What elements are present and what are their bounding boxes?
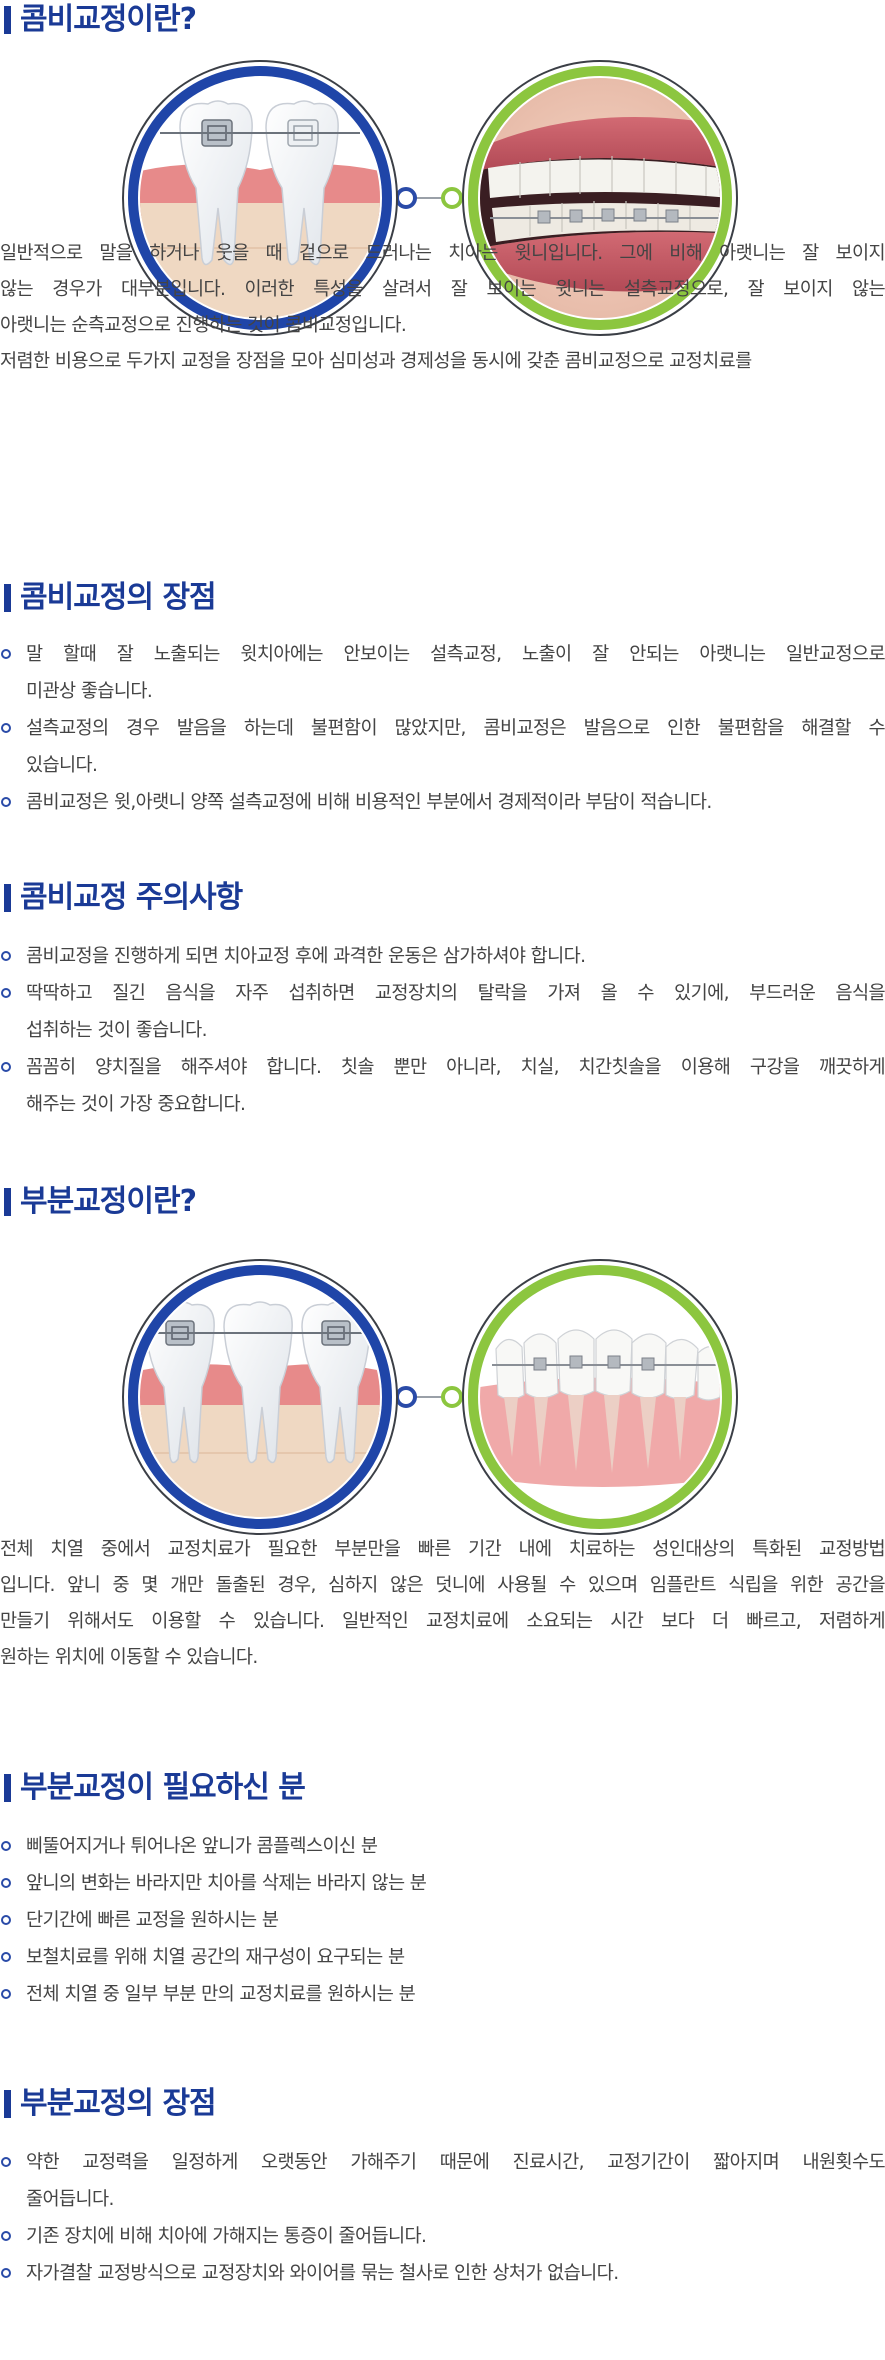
- bullet-circle-icon: [1, 1915, 11, 1925]
- heading-bar: [4, 584, 11, 612]
- section-combi-advantages: 콤비교정의 장점: [0, 578, 885, 618]
- bullet-circle-icon: [1, 1878, 11, 1888]
- section-title: 부분교정의 장점: [20, 2086, 217, 2121]
- list-item: 약한 교정력을 일정하게 오랫동안 가해주기 때문에 진료시간, 교정기간이 짧…: [0, 2144, 885, 2218]
- heading-bar: [4, 884, 11, 912]
- bullet-circle-icon: [1, 2231, 11, 2241]
- paragraph-line: 전체 치열 중에서 교정치료가 필요한 부분만을 빠른 기간 내에 치료하는 성…: [0, 1539, 885, 1560]
- bullet-circle-icon: [1, 988, 11, 998]
- list-item: 말 할때 잘 노출되는 윗치아에는 안보이는 설측교정, 노출이 잘 안되는 아…: [0, 636, 885, 710]
- list-item: 보철치료를 위해 치열 공간의 재구성이 요구되는 분: [0, 1939, 885, 1976]
- connector-dot-blue: [395, 1386, 417, 1408]
- section-heading: 부분교정이란?: [0, 1182, 885, 1222]
- section-title: 부분교정이 필요하신 분: [20, 1770, 306, 1805]
- bullet-circle-icon: [1, 1952, 11, 1962]
- section-combi-intro: 콤비교정이란?: [0, 0, 885, 40]
- heading-bar: [4, 1188, 11, 1216]
- paragraph-line: 원하는 위치에 이동할 수 있습니다.: [0, 1647, 258, 1668]
- bullet-circle-icon: [1, 951, 11, 961]
- combi-illustration: [122, 60, 738, 336]
- list-item: 단기간에 빠른 교정을 원하시는 분: [0, 1902, 885, 1939]
- list-item: 콤비교정을 진행하게 되면 치아교정 후에 과격한 운동은 삼가하셔야 합니다.: [0, 938, 885, 975]
- combi-intro-paragraph: 일반적으로 말을 하거나 웃을 때 겉으로 드러나는 치아는 윗니입니다. 그에…: [0, 236, 885, 380]
- partial-braces-model-photo: [462, 1259, 738, 1535]
- heading-bar: [4, 1774, 11, 1802]
- section-heading: 부분교정의 장점: [0, 2084, 885, 2124]
- paragraph-line: 않는 경우가 대부분입니다. 이러한 특성을 살려서 잘 보이는 윗니는 설측교…: [0, 279, 885, 300]
- partial-braces-teeth-illustration: [122, 1259, 398, 1535]
- combi-precautions-list: 콤비교정을 진행하게 되면 치아교정 후에 과격한 운동은 삼가하셔야 합니다.…: [0, 938, 885, 1123]
- connector-dot-green: [441, 187, 463, 209]
- section-heading: 콤비교정의 장점: [0, 578, 885, 618]
- list-item: 꼼꼼히 양치질을 해주셔야 합니다. 칫솔 뿐만 아니라, 치실, 치간칫솔을 …: [0, 1049, 885, 1123]
- list-item: 삐뚤어지거나 튀어나온 앞니가 콤플렉스이신 분: [0, 1828, 885, 1865]
- connector-dot-blue: [395, 187, 417, 209]
- partial-illustration: [122, 1259, 738, 1535]
- section-heading: 콤비교정 주의사항: [0, 878, 885, 918]
- combi-advantages-list: 말 할때 잘 노출되는 윗치아에는 안보이는 설측교정, 노출이 잘 안되는 아…: [0, 636, 885, 821]
- list-item: 설측교정의 경우 발음을 하는데 불편함이 많았지만, 콤비교정은 발음으로 인…: [0, 710, 885, 784]
- list-item: 기존 장치에 비해 치아에 가해지는 통증이 줄어듭니다.: [0, 2218, 885, 2255]
- bullet-circle-icon: [1, 649, 11, 659]
- bullet-circle-icon: [1, 2268, 11, 2278]
- combi-braces-smile-photo: [462, 60, 738, 336]
- section-partial-candidates: 부분교정이 필요하신 분: [0, 1768, 885, 1808]
- partial-candidates-list: 삐뚤어지거나 튀어나온 앞니가 콤플렉스이신 분 앞니의 변화는 바라지만 치아…: [0, 1828, 885, 2013]
- heading-bar: [4, 2090, 11, 2118]
- bullet-circle-icon: [1, 1841, 11, 1851]
- bullet-circle-icon: [1, 1989, 11, 1999]
- section-heading: 부분교정이 필요하신 분: [0, 1768, 885, 1808]
- section-title: 콤비교정의 장점: [20, 580, 217, 615]
- list-item: 앞니의 변화는 바라지만 치아를 삭제는 바라지 않는 분: [0, 1865, 885, 1902]
- section-title: 콤비교정이란?: [20, 2, 197, 37]
- list-item: 딱딱하고 질긴 음식을 자주 섭취하면 교정장치의 탈락을 가져 올 수 있기에…: [0, 975, 885, 1049]
- bullet-circle-icon: [1, 1062, 11, 1072]
- section-title: 콤비교정 주의사항: [20, 880, 243, 915]
- paragraph-line: 저렴한 비용으로 두가지 교정을 장점을 모아 심미성과 경제성을 동시에 갖춘…: [0, 351, 752, 372]
- section-partial-advantages: 부분교정의 장점: [0, 2084, 885, 2124]
- section-combi-precautions: 콤비교정 주의사항: [0, 878, 885, 918]
- bullet-circle-icon: [1, 723, 11, 733]
- bullet-circle-icon: [1, 797, 11, 807]
- partial-advantages-list: 약한 교정력을 일정하게 오랫동안 가해주기 때문에 진료시간, 교정기간이 짧…: [0, 2144, 885, 2292]
- paragraph-line: 만들기 위해서도 이용할 수 있습니다. 일반적인 교정치료에 소요되는 시간 …: [0, 1611, 885, 1632]
- list-item: 전체 치열 중 일부 부분 만의 교정치료를 원하시는 분: [0, 1976, 885, 2013]
- braces-teeth-illustration: [122, 60, 398, 336]
- paragraph-line: 입니다. 앞니 중 몇 개만 돌출된 경우, 심하지 않은 덧니에 사용될 수 …: [0, 1575, 885, 1596]
- section-heading: 콤비교정이란?: [0, 0, 885, 40]
- section-title: 부분교정이란?: [20, 1184, 197, 1219]
- section-partial-intro: 부분교정이란?: [0, 1182, 885, 1222]
- connector-dot-green: [441, 1386, 463, 1408]
- paragraph-line: 아랫니는 순측교정으로 진행하는 것이 콤비교정입니다.: [0, 315, 407, 336]
- partial-intro-paragraph: 전체 치열 중에서 교정치료가 필요한 부분만을 빠른 기간 내에 치료하는 성…: [0, 1532, 885, 1676]
- heading-bar: [4, 6, 11, 34]
- bullet-circle-icon: [1, 2157, 11, 2167]
- list-item: 콤비교정은 윗,아랫니 양쪽 설측교정에 비해 비용적인 부분에서 경제적이라 …: [0, 784, 885, 821]
- list-item: 자가결찰 교정방식으로 교정장치와 와이어를 묶는 철사로 인한 상처가 없습니…: [0, 2255, 885, 2292]
- paragraph-line: 일반적으로 말을 하거나 웃을 때 겉으로 드러나는 치아는 윗니입니다. 그에…: [0, 243, 885, 264]
